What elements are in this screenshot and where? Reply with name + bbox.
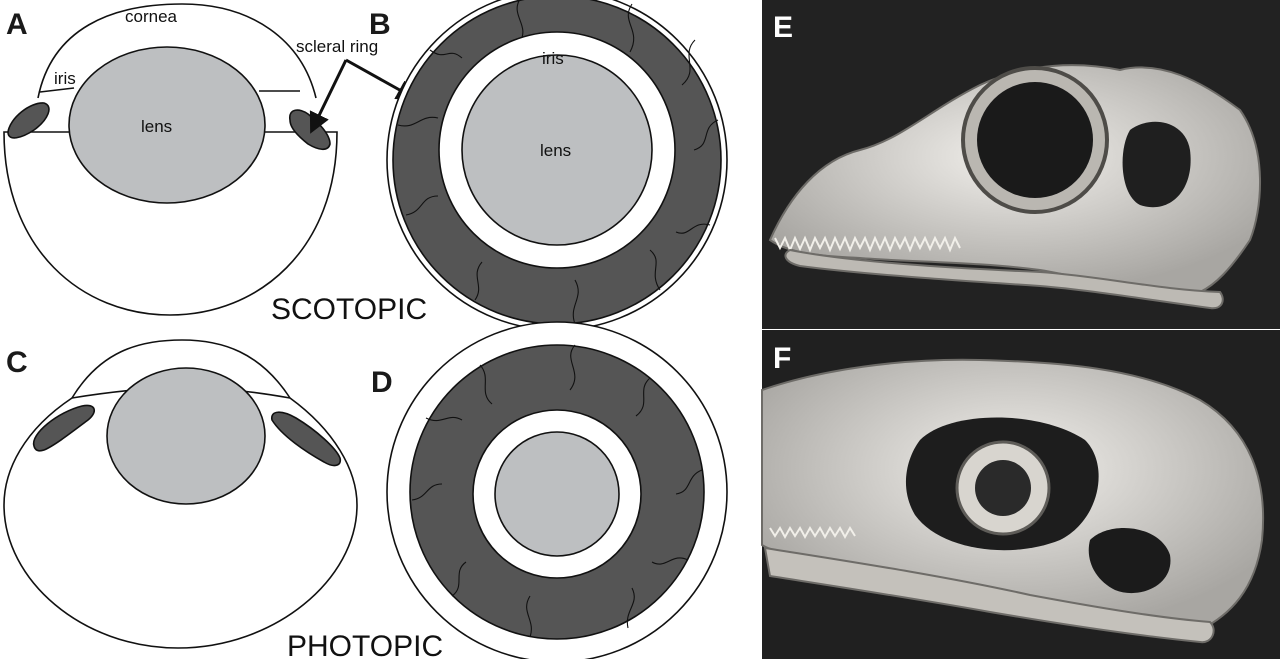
iris-label-b: iris	[542, 49, 564, 68]
panel-a-eye-section	[3, 3, 338, 316]
temporal-opening-e	[1122, 121, 1191, 208]
eye-globe-a	[3, 131, 338, 316]
jaw-f	[763, 546, 1215, 644]
panel-letter-d: D	[371, 366, 393, 399]
lens-b	[461, 54, 653, 246]
panel-letter-e: E	[773, 11, 793, 44]
iris-label-a: iris	[54, 69, 76, 88]
panel-b-eye-front	[386, 0, 728, 331]
cornea-label: cornea	[125, 7, 178, 26]
panel-letter-a: A	[6, 8, 28, 41]
scleral-ring-label: scleral ring	[296, 37, 378, 56]
scotopic-label: SCOTOPIC	[271, 293, 427, 326]
panel-f-skull-photo	[761, 330, 1280, 659]
lens-label-a: lens	[141, 117, 172, 136]
photopic-label: PHOTOPIC	[287, 630, 443, 659]
iris-left-a	[39, 87, 75, 93]
panel-c-eye-section	[3, 339, 358, 649]
lower-opening-f	[1088, 528, 1171, 594]
lens-c	[106, 367, 266, 505]
jaw-e	[784, 248, 1224, 310]
scleral-ring-left-a	[7, 102, 50, 139]
scleral-ring-right-c	[271, 411, 342, 467]
panel-letter-b: B	[369, 8, 391, 41]
lens-a	[68, 46, 266, 204]
panel-e-skull-photo	[762, 0, 1280, 329]
lens-d	[494, 431, 620, 557]
teeth-row-f	[769, 526, 856, 540]
teeth-row-e	[774, 235, 961, 253]
orbit-hole-e	[977, 82, 1093, 198]
scleral-ring-arrow-a	[309, 59, 348, 134]
panel-d-eye-front	[386, 321, 728, 659]
panel-letter-c: C	[6, 346, 28, 379]
scleral-ring-left-c	[33, 404, 95, 452]
ossicle-sutures-d	[411, 344, 703, 638]
panel-letter-f: F	[773, 342, 791, 375]
pupil-f	[975, 460, 1031, 516]
lens-label-b: lens	[540, 141, 571, 160]
